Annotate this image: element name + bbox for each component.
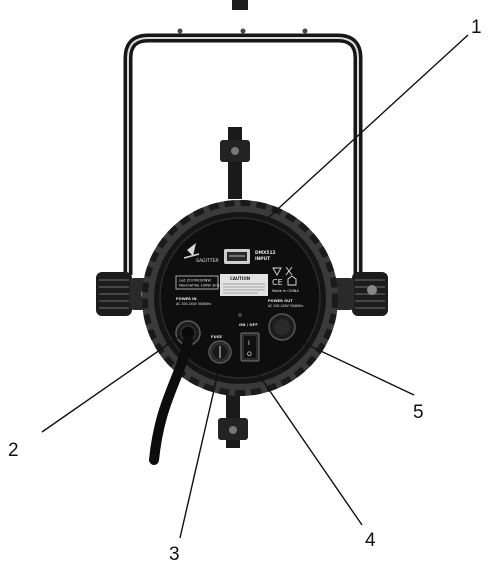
callout-line-2 [41,335,181,433]
caution-label: CAUTION [220,274,268,296]
model-line-1: Led ZOOM100NW [179,279,211,283]
callout-number-2: 2 [8,440,19,461]
brand-logo: SAGITTER [183,243,219,264]
certification-marks: CE Made in CHINA [272,266,299,293]
on-off-label: ON / OFF [239,322,258,327]
fuse-label: FUSE [211,334,222,339]
dmx-input-port[interactable] [224,249,250,264]
power-out-sublabel: AC 100-240V 50/60Hz [268,304,303,308]
callout-number-4: 4 [365,530,376,551]
switch-off-mark: O [247,351,252,358]
made-in-label: Made in CHINA [272,289,299,293]
indoor-use-icon [287,275,297,286]
caution-text: CAUTION [230,276,250,281]
fuse-holder[interactable] [208,340,232,364]
model-line-2: Warmwhite 100W 3in1 [179,284,220,288]
callout-line-5 [290,336,415,396]
callout-number-3: 3 [169,544,180,563]
brand-text: SAGITTER [196,258,219,264]
power-out-label: POWER OUT [268,299,293,303]
power-switch[interactable]: I O [240,332,260,362]
power-in-sublabel: AC 100-240V 50/60Hz [176,302,211,306]
callout-line-4 [253,367,363,526]
dmx-input-sublabel: INPUT [255,256,270,262]
ce-mark: CE [272,278,283,287]
callout-line-1 [267,34,469,219]
model-label: Led ZOOM100NW Warmwhite 100W 3in1 [175,275,220,290]
callout-number-5: 5 [413,402,424,423]
callout-line-3 [179,363,221,539]
panel-screw [238,313,242,317]
power-out-connector[interactable] [268,313,296,341]
callout-number-1: 1 [471,17,482,38]
power-in-label: POWER IN [176,297,196,301]
switch-on-mark: I [248,340,250,347]
top-stub [232,0,248,10]
weee-bin-icon [285,266,293,276]
top-mount-tab [220,127,250,199]
power-cable [149,335,193,465]
dmx-input-label: DMX512 [255,250,276,256]
warning-triangle-icon [272,267,282,276]
